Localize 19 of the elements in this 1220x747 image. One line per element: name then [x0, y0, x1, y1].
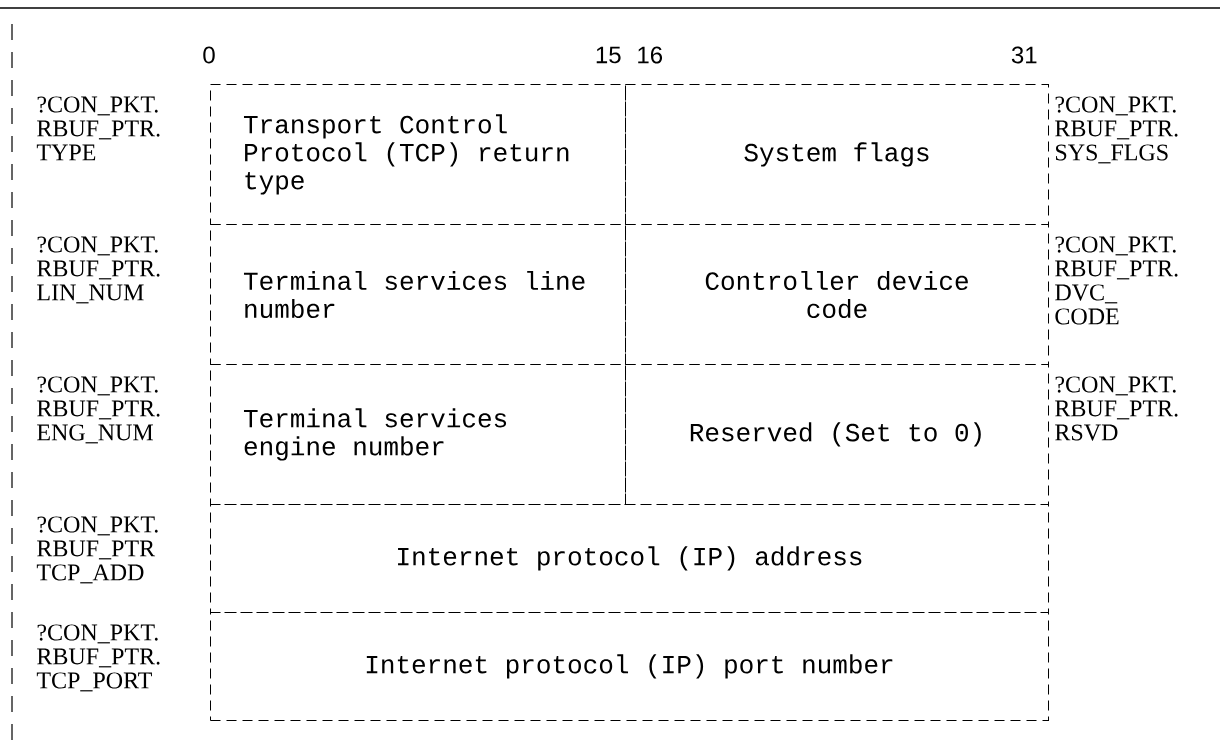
bit-number: 0 — [203, 46, 215, 64]
field-name-label: ?CON_PKT. RBUF_PTR. TCP_PORT — [36, 624, 160, 692]
field-name-label: ?CON_PKT. RBUF_PTR. SYS_FLGS — [1055, 96, 1178, 164]
field-name-label: ?CON_PKT. RBUF_PTR. DVC_ CODE — [1055, 236, 1178, 325]
field-cell: Internet protocol (IP) address — [210, 504, 1049, 613]
field-name-label: ?CON_PKT. RBUF_PTR. ENG_NUM — [37, 376, 160, 444]
field-cell: Transport Control Protocol (TCP) return type — [210, 84, 626, 225]
field-cell: Internet protocol (IP) port number — [210, 612, 1049, 721]
field-cell: Terminal services line number — [210, 224, 626, 365]
field-name-label: ?CON_PKT. RBUF_PTR. TYPE — [36, 96, 160, 161]
field-name-label: ?CON_PKT. RBUF_PTR. LIN_NUM — [37, 236, 160, 304]
field-cell: Controller device code — [625, 224, 1049, 365]
field-name-label: ?CON_PKT. RBUF_PTR. RSVD — [1055, 376, 1178, 441]
bit-number: 16 — [638, 46, 663, 64]
field-cell: Reserved (Set to 0) — [625, 364, 1049, 505]
field-cell: Terminal services engine number — [210, 364, 626, 505]
field-cell: System flags — [625, 84, 1049, 225]
field-name-label: ?CON_PKT. RBUF_PTR TCP_ADD — [36, 516, 158, 584]
bit-number: 15 — [596, 46, 621, 64]
